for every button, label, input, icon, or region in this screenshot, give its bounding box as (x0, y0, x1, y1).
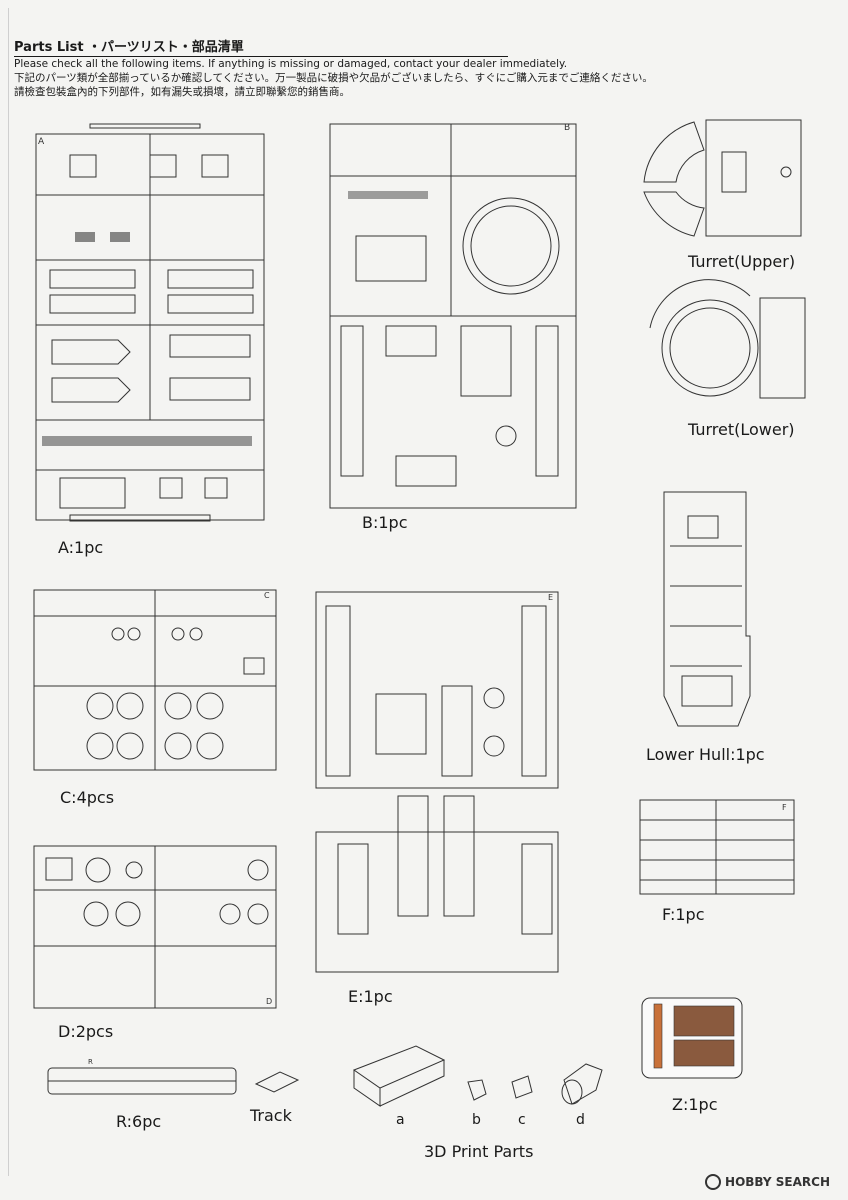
sprue-c-letter: C (264, 591, 270, 600)
sprue-b-letter: B (564, 123, 570, 133)
sprue-r-drawing: R (47, 1058, 237, 1095)
label-sprue-d: D:2pcs (58, 1022, 114, 1041)
label-print-part-c: c (518, 1112, 526, 1128)
sprue-r-letter: R (88, 1058, 93, 1066)
label-turret-upper: Turret(Upper) (688, 252, 796, 271)
label-sprue-e: E:1pc (348, 987, 393, 1006)
sprue-d-letter: D (266, 997, 272, 1006)
watermark-text: HOBBY SEARCH (725, 1175, 830, 1189)
label-sprue-a: A:1pc (58, 538, 104, 557)
print-part-a-drawing (352, 1045, 446, 1107)
label-photo-etch-z: Z:1pc (672, 1095, 718, 1114)
print-part-c-drawing (511, 1075, 533, 1099)
print-part-b-drawing (467, 1079, 487, 1101)
sprue-d-drawing: D (33, 845, 277, 1009)
label-lower-hull: Lower Hull:1pc (646, 745, 765, 764)
sprue-a-letter: A (38, 137, 45, 147)
sprue-c-drawing: C (33, 589, 277, 771)
page-border (8, 8, 830, 1176)
sprue-f-letter: F (782, 803, 787, 812)
title-rule (14, 56, 508, 57)
sprue-f-drawing: F (639, 799, 795, 895)
instruction-zh: 請檢查包裝盒內的下列部件，如有漏失或損壞，請立即聯繫您的銷售商。 (14, 86, 350, 98)
label-print-part-d: d (576, 1112, 585, 1128)
turret-upper-drawing (643, 119, 802, 237)
lower-hull-drawing (663, 491, 751, 727)
instruction-en: Please check all the following items. If… (14, 58, 568, 70)
hobby-search-logo-icon (705, 1174, 722, 1190)
label-turret-lower: Turret(Lower) (688, 420, 795, 439)
label-sprue-f: F:1pc (662, 905, 705, 924)
turret-lower-drawing (649, 279, 806, 399)
sprue-a-drawing: A (35, 123, 265, 522)
label-sprue-c: C:4pcs (60, 788, 115, 807)
label-3d-print-parts: 3D Print Parts (424, 1142, 534, 1161)
track-drawing (254, 1071, 300, 1093)
sprue-b-drawing: B (329, 123, 577, 509)
label-sprue-b: B:1pc (362, 513, 408, 532)
page-title: Parts List ・パーツリスト・部品清單 (14, 40, 244, 55)
photo-etch-z-drawing (641, 997, 743, 1079)
print-part-d-drawing (561, 1063, 603, 1105)
instruction-ja: 下記のパーツ類が全部揃っているか確認してください。万一製品に破損や欠品がございま… (14, 72, 653, 84)
sprue-e-letter: E (548, 593, 553, 602)
label-print-part-b: b (472, 1112, 481, 1128)
label-sprue-r: R:6pc (116, 1112, 162, 1131)
sprue-e-drawing: E (315, 591, 559, 973)
watermark: HOBBY SEARCH (705, 1174, 830, 1190)
label-print-part-a: a (396, 1112, 405, 1128)
label-track: Track (250, 1106, 292, 1125)
